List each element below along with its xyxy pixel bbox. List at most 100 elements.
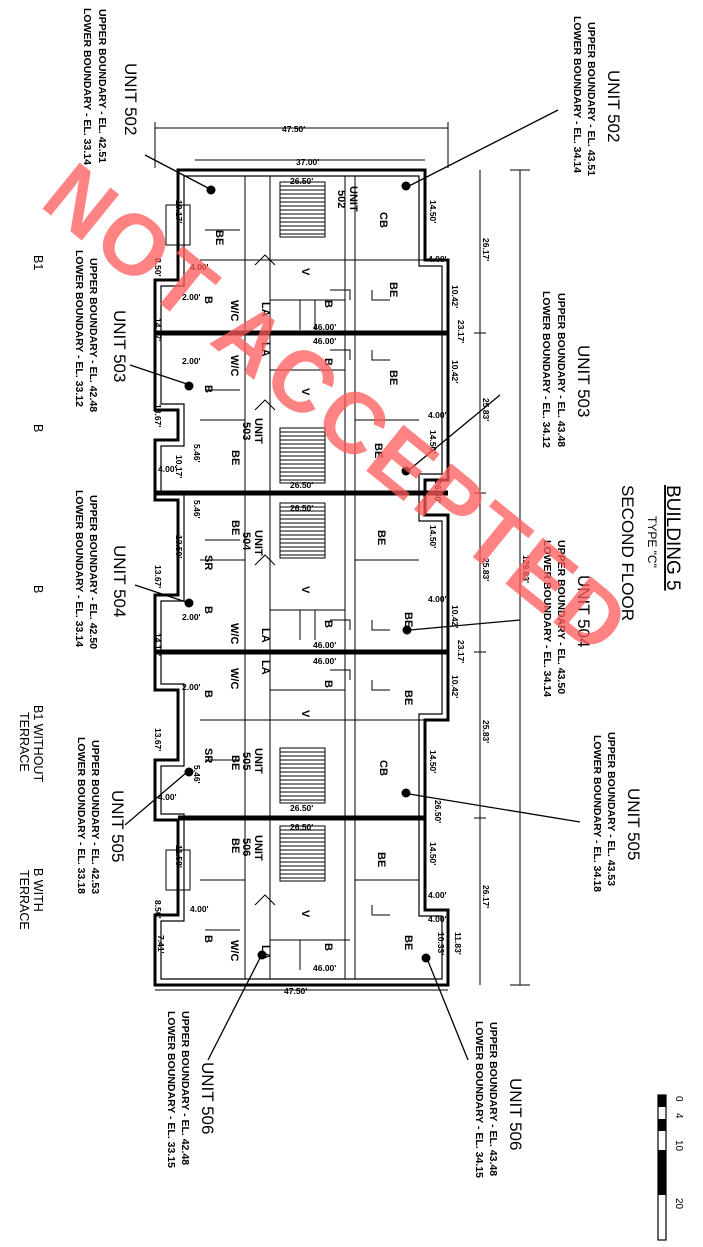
leader-lines: [124, 109, 581, 1061]
dim-label: 10.17': [174, 200, 184, 223]
room-label: BE: [229, 450, 241, 465]
dim-label: 13.67': [153, 565, 163, 588]
room-label: BE: [372, 443, 384, 458]
unit-506-left-name: UNIT 506: [198, 1062, 217, 1134]
unit-type-b1-terrace: TERRACE: [17, 712, 31, 772]
unit-503-left-name: UNIT 503: [110, 310, 129, 382]
plan-unit-505-b: 505: [240, 752, 252, 770]
room-label: B: [322, 358, 334, 366]
room-label: LA: [259, 628, 271, 643]
dim-label: 4.00': [428, 410, 447, 420]
dim-label: 10.42': [450, 285, 460, 308]
scale-tick-0: 0: [673, 1096, 684, 1102]
dim-label: 4.00': [190, 904, 209, 914]
dim-label: 5.46': [192, 500, 202, 519]
room-label: BE: [375, 852, 387, 867]
unit-504-right-name: UNIT 504: [574, 575, 593, 647]
unit-503-right-name: UNIT 503: [574, 345, 593, 417]
unit-505-right-upper: UPPER BOUNDARY - EL. 43.53: [605, 732, 617, 886]
unit-502-right-name: UNIT 502: [604, 70, 623, 142]
unit-502-right-upper: UPPER BOUNDARY - EL. 43.51: [585, 22, 597, 176]
plan-unit-506-b: 506: [240, 838, 252, 856]
dim-stair: 26.50': [290, 803, 313, 813]
room-label: B: [322, 300, 334, 308]
unit-506-left-lower: LOWER BOUNDARY - EL. 33.15: [165, 1011, 177, 1168]
dim-label: 13.50': [174, 535, 184, 558]
room-label: BE: [402, 612, 414, 627]
dim-label: 4.00': [428, 914, 447, 924]
room-label: V: [299, 268, 311, 276]
unit-503-left-upper: UPPER BOUNDARY - EL. 42.48: [87, 258, 99, 412]
unit-506-left-upper: UPPER BOUNDARY - EL. 42.48: [179, 1011, 191, 1165]
unit-502-left-lower: LOWER BOUNDARY - EL. 33.14: [81, 8, 93, 165]
dim-label: 4.00': [158, 792, 177, 802]
room-label: W/C: [228, 355, 240, 376]
dim-label: 14.50': [428, 200, 438, 223]
dim-label: 10.33': [436, 932, 446, 955]
unit-type-b1: B1: [31, 255, 45, 270]
unit-type-b-terrace: TERRACE: [17, 870, 31, 930]
room-label: V: [299, 910, 311, 918]
unit-505-left-lower: LOWER BOUNDARY - EL. 33.18: [75, 737, 87, 894]
dimension-labels: 47.50' 37.00' 47.50' 129.83' 26.17' 25.8…: [153, 124, 531, 996]
unit-505-left-name: UNIT 505: [108, 790, 127, 862]
dim-label: 4.00': [428, 594, 447, 604]
plan-unit-503-b: 503: [240, 422, 252, 440]
unit-502-left-name: UNIT 502: [121, 63, 140, 135]
dim-label: 14.17': [153, 318, 163, 341]
room-label: B: [322, 620, 334, 628]
room-label: B: [202, 690, 214, 698]
unit-504-left-name: UNIT 504: [110, 545, 129, 617]
dim-seg-502: 26.17': [481, 238, 491, 261]
room-label: BE: [229, 520, 241, 535]
room-label: CB: [377, 212, 389, 228]
scale-tick-10: 10: [673, 1140, 684, 1152]
room-labels: BE CB BE BE BE BE BE BE BE BE CB BE BE B…: [202, 212, 414, 961]
unit-502-right-lower: LOWER BOUNDARY - EL. 34.14: [571, 16, 583, 173]
room-label: W/C: [228, 623, 240, 644]
dim-stair: 26.50': [290, 822, 313, 832]
plan-unit-502-b: 502: [335, 190, 347, 208]
room-label: LA: [259, 342, 271, 357]
unit-505-left-upper: UPPER BOUNDARY - EL. 42.53: [89, 740, 101, 894]
dim-corridor: 46.00': [313, 322, 336, 332]
dim-label: 26.50': [433, 800, 443, 823]
unit-502-left-upper: UPPER BOUNDARY - EL. 42.51: [96, 9, 108, 163]
unit-504-right-upper: UPPER BOUNDARY - EL. 43.50: [555, 540, 567, 694]
plan-unit-506-a: UNIT: [252, 835, 264, 861]
party-walls: [155, 259, 448, 821]
room-label: BE: [375, 530, 387, 545]
dim-label: 5.46': [192, 444, 202, 463]
room-label: W/C: [228, 668, 240, 689]
room-label: BE: [402, 935, 414, 950]
dim-label: 14.50': [428, 842, 438, 865]
room-label: V: [299, 586, 311, 594]
plan-unit-502-a: UNIT: [347, 186, 359, 212]
room-label: BE: [229, 838, 241, 853]
room-label: W/C: [228, 940, 240, 961]
room-label: W/C: [228, 300, 240, 321]
dim-label: 4.00': [158, 464, 177, 474]
unit-506-right-upper: UPPER BOUNDARY - EL. 43.48: [487, 1022, 499, 1176]
dim-label: 13.67': [153, 728, 163, 751]
room-label: B: [322, 680, 334, 688]
room-label: CB: [377, 760, 389, 776]
dim-label: 7.41': [156, 935, 166, 954]
room-label: SR: [202, 555, 214, 570]
scale-tick-4: 4: [673, 1113, 684, 1119]
dim-seg-505: 25.83': [481, 720, 491, 743]
building-type: TYPE "C": [645, 516, 659, 568]
unit-type-b-1: B: [31, 424, 45, 432]
dim-label: 14.50': [428, 750, 438, 773]
plan-unit-503-a: UNIT: [252, 418, 264, 444]
unit-505-right-name: UNIT 505: [624, 788, 643, 860]
room-label: B: [202, 935, 214, 943]
room-label: LA: [259, 945, 271, 960]
dim-seg-504: 25.83': [481, 558, 491, 581]
dim-label: 2.00': [182, 682, 201, 692]
unit-type-b1-without: B1 WITHOUT: [31, 705, 45, 782]
room-label: BE: [387, 282, 399, 297]
dim-label: 5.46': [192, 765, 202, 784]
unit-type-b-with: B WITH: [31, 868, 45, 912]
